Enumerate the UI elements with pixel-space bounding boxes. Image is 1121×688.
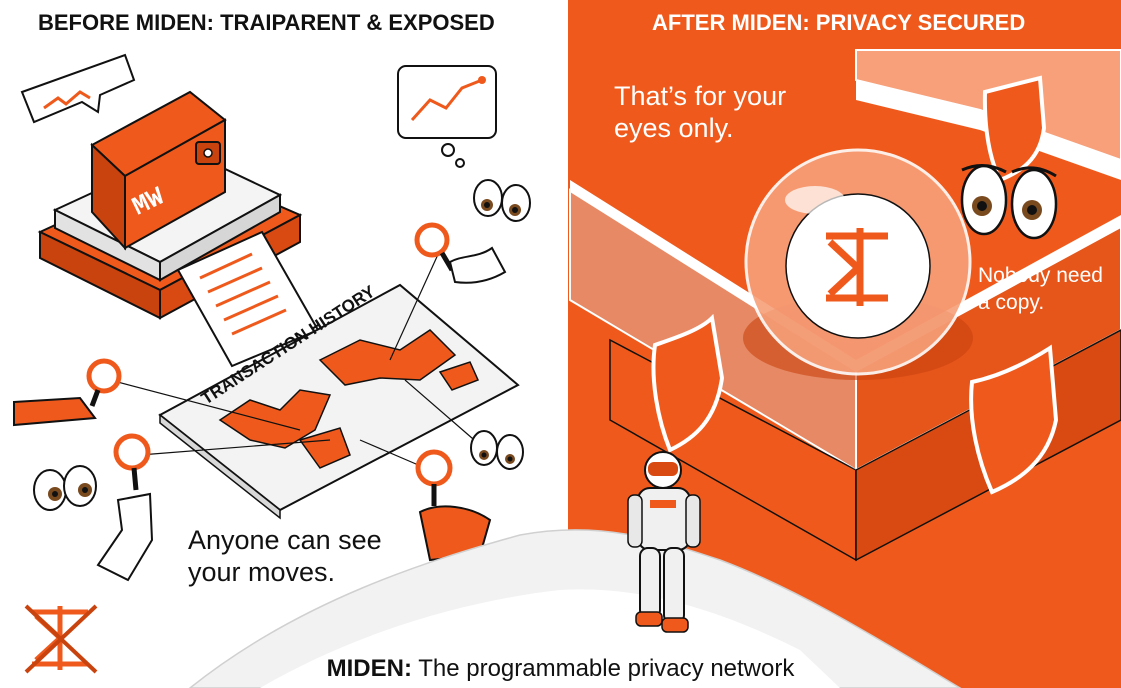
no-copy-caption: Nobody need a copy.: [978, 264, 1103, 314]
magnifier-icon-left: [13, 358, 122, 427]
shield-icon-left: [651, 313, 725, 453]
eyes-only-caption: That’s for your eyes only.: [614, 81, 787, 143]
eyes-icon-left: [33, 465, 97, 511]
transaction-map-card: [158, 283, 520, 520]
snow-hill: [188, 529, 962, 688]
footer-tagline: MIDEN: The programmable privacy network: [0, 655, 1121, 683]
shield-icon-top: [982, 75, 1047, 183]
magnifier-icon-bottom-left: [96, 433, 154, 582]
shield-icon-right: [969, 344, 1059, 495]
crossed-logo-icon: [24, 604, 98, 674]
footer-brand: MIDEN:: [326, 655, 412, 682]
before-heading: BEFORE MIDEN: TRAIPARENT & EXPOSED: [38, 10, 495, 35]
thought-chart-icon: [397, 65, 497, 168]
eyes-icon-top: [473, 179, 531, 222]
wallet-icon: [90, 90, 227, 251]
eyes-icon-vault: [960, 164, 1058, 240]
miden-logo-icon: [826, 228, 888, 306]
exposed-caption: Anyone can see your moves.: [188, 525, 382, 587]
footer-tagline-text: The programmable privacy network: [411, 655, 795, 682]
after-heading: AFTER MIDEN: PRIVACY SECURED: [652, 10, 1026, 35]
magnifier-icon-bottom-right: [415, 449, 492, 562]
magnifier-icon-top: [414, 222, 507, 284]
eyes-icon-right: [470, 430, 524, 470]
astronaut-figure: [627, 451, 701, 633]
chart-bubble-icon: [20, 53, 136, 124]
